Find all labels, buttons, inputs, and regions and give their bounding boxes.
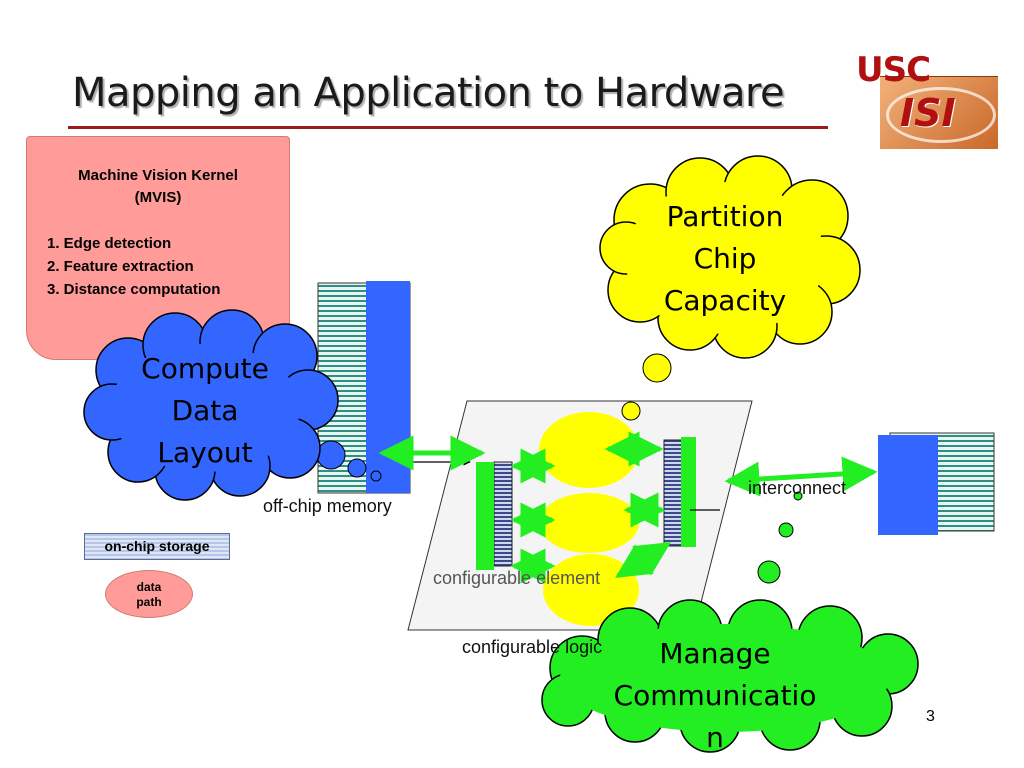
manage-bubble-large: [757, 560, 781, 584]
manage-bubble-small: [793, 491, 803, 501]
green-arrows: [378, 431, 878, 584]
page-number: 3: [926, 708, 935, 725]
manage-line3: n: [706, 721, 724, 754]
partition-line1: Partition: [666, 200, 784, 233]
compute-cloud-text: Compute Data Layout: [120, 348, 290, 474]
manage-bubble-medium: [778, 522, 794, 538]
manage-cloud-text: Manage Communicatio n: [590, 633, 840, 759]
kernel-title-line1: Machine Vision Kernel: [78, 167, 238, 184]
data-path-line2: path: [136, 595, 162, 609]
partition-line3: Capacity: [663, 284, 787, 317]
data-path-legend: data path: [105, 570, 193, 618]
compute-line3: Layout: [157, 436, 253, 469]
slide-title: Mapping an Application to Hardware: [72, 70, 785, 116]
on-chip-storage-legend: on-chip storage: [84, 533, 230, 560]
compute-line2: Data: [171, 394, 239, 427]
logo-ring: [886, 87, 996, 143]
compute-bubble-large: [316, 440, 346, 470]
kernel-title-line2: (MVIS): [134, 189, 182, 206]
usc-isi-logo: ISI: [880, 76, 998, 149]
off-chip-memory-label: off-chip memory: [263, 496, 392, 516]
title-underline: [68, 126, 828, 129]
logo-usc-text: USC: [856, 50, 931, 90]
thought-bubble-large: [642, 353, 672, 383]
left-green-bar: [476, 462, 494, 570]
compute-line1: Compute: [141, 352, 269, 385]
configurable-logic-label: configurable logic: [462, 637, 603, 657]
data-path-line1: data: [136, 580, 162, 594]
configurable-element-label: configurable element: [433, 568, 601, 588]
right-green-bar: [681, 437, 696, 547]
right-memory-block: [878, 432, 995, 535]
thought-bubble-small: [621, 401, 641, 421]
interconnect-label: interconnect: [748, 478, 847, 498]
manage-line2: Communicatio: [613, 679, 817, 712]
right-storage-bar: [663, 439, 683, 547]
left-storage-bar: [493, 461, 513, 567]
kernel-item-distance-computation: 3. Distance computation: [47, 281, 221, 298]
partition-line2: Chip: [693, 242, 757, 275]
kernel-title: Machine Vision Kernel (MVIS): [27, 165, 289, 209]
kernel-item-edge-detection: 1. Edge detection: [47, 235, 172, 252]
manage-line1: Manage: [659, 637, 771, 670]
datapath-ellipse-1: [539, 412, 639, 488]
arrow-interconnect: [724, 456, 878, 497]
kernel-item-feature-extraction: 2. Feature extraction: [47, 258, 194, 275]
compute-bubble-medium: [347, 458, 367, 478]
datapath-ellipse-2: [539, 493, 639, 553]
logo-isi-text: ISI: [900, 91, 956, 135]
compute-bubble-small: [370, 470, 382, 482]
datapath-ellipse-3: [543, 554, 639, 626]
partition-cloud-text: Partition Chip Capacity: [640, 196, 810, 322]
arrow-right-3: [615, 541, 671, 579]
